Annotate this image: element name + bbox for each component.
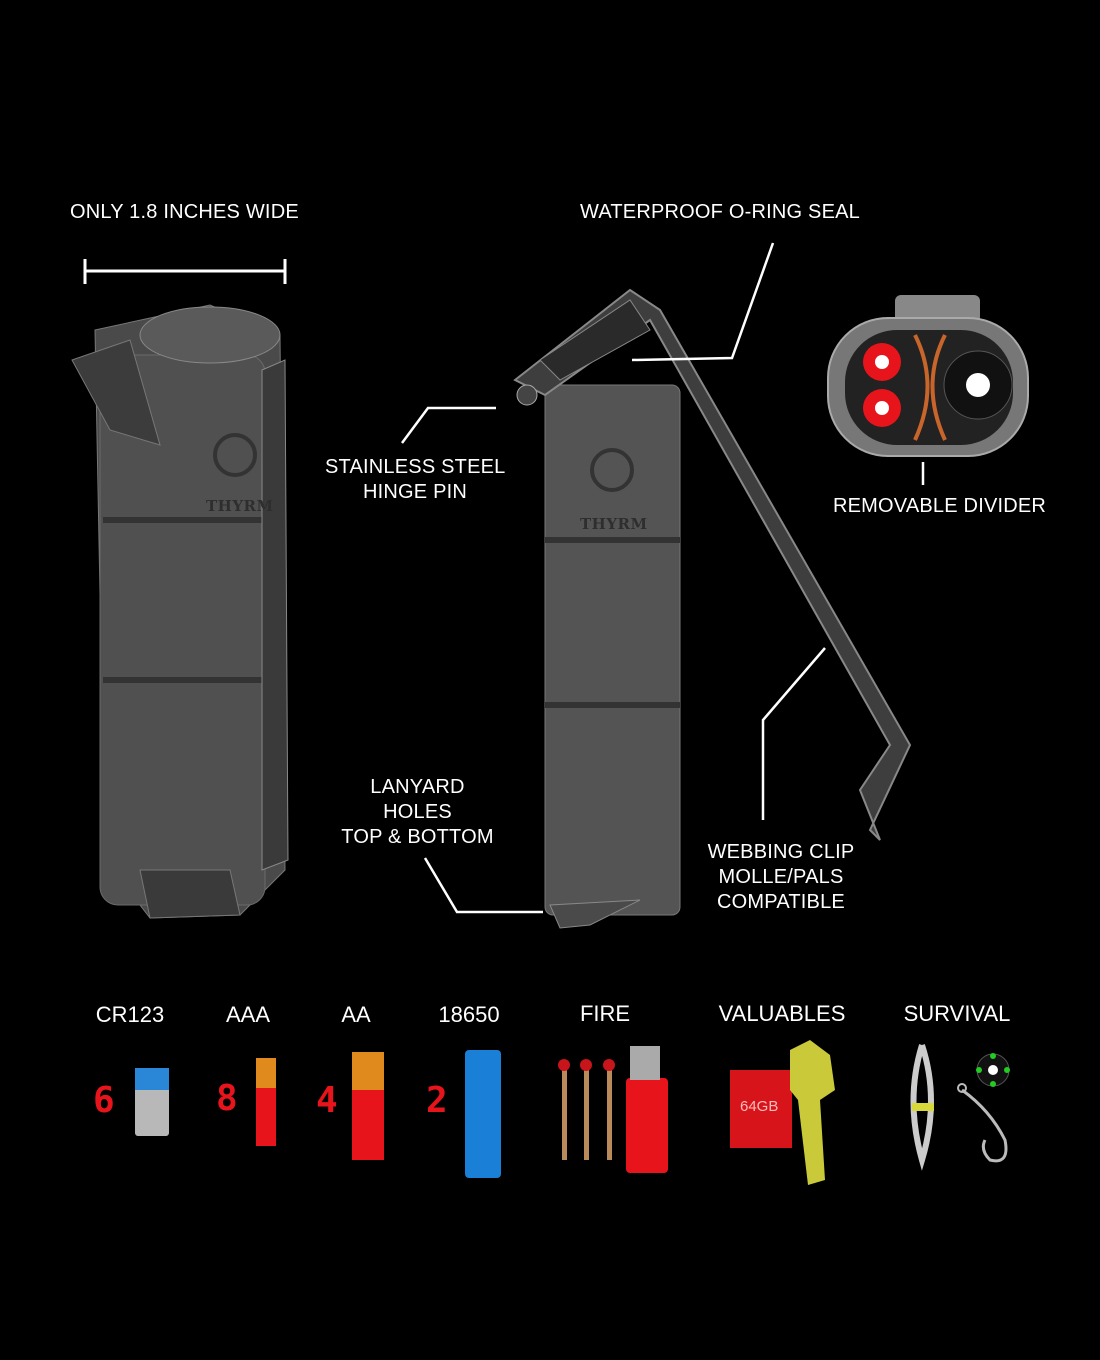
open-case-brand-logo: THYRM bbox=[580, 515, 648, 533]
lanyard-label-line3: TOP & BOTTOM bbox=[341, 826, 494, 848]
sd-card-icon bbox=[730, 1070, 792, 1148]
count-18650: 2 bbox=[426, 1080, 448, 1121]
lanyard-label: LANYARD HOLES TOP & BOTTOM bbox=[330, 775, 505, 850]
lanyard-label-line1: LANYARD bbox=[370, 776, 465, 798]
hinge-label: STAINLESS STEEL HINGE PIN bbox=[325, 455, 505, 505]
count-cr123: 6 bbox=[93, 1080, 115, 1121]
hinge-label-line2: HINGE PIN bbox=[362, 481, 468, 503]
compass-icon bbox=[976, 1053, 1010, 1087]
open-case-image bbox=[513, 288, 912, 929]
key-icon bbox=[790, 1040, 835, 1185]
width-label: ONLY 1.8 INCHES WIDE bbox=[70, 201, 299, 223]
cr123-battery-icon bbox=[135, 1068, 169, 1136]
divider-top-view-image bbox=[827, 295, 1029, 457]
fish-hook-icon bbox=[957, 1083, 1008, 1163]
closed-case-image bbox=[71, 304, 289, 919]
capacity-label-cr123: CR123 bbox=[95, 1002, 165, 1027]
capacity-label-aaa: AAA bbox=[225, 1002, 271, 1027]
sd-card-capacity: 64GB bbox=[740, 1098, 779, 1115]
aaa-battery-icon bbox=[256, 1058, 276, 1146]
closed-case-brand-logo: THYRM bbox=[206, 497, 274, 515]
clip-label-line2: MOLLE/PALS bbox=[718, 866, 844, 888]
capacity-label-survival: SURVIVAL bbox=[903, 1001, 1011, 1026]
capacity-label-valuables: VALUABLES bbox=[718, 1001, 846, 1026]
matches-icon bbox=[558, 1059, 615, 1160]
clip-label: WEBBING CLIP MOLLE/PALS COMPATIBLE bbox=[700, 840, 862, 915]
lanyard-label-line2: HOLES bbox=[383, 801, 452, 823]
cordage-icon bbox=[910, 1044, 934, 1171]
leader-lines bbox=[400, 242, 925, 914]
aa-battery-icon bbox=[352, 1052, 384, 1160]
seal-label: WATERPROOF O-RING SEAL bbox=[580, 201, 860, 223]
lighter-icon bbox=[626, 1046, 668, 1173]
count-aa: 4 bbox=[316, 1080, 338, 1121]
capacity-label-fire: FIRE bbox=[579, 1001, 631, 1026]
18650-battery-icon bbox=[465, 1050, 501, 1178]
count-aaa: 8 bbox=[216, 1078, 238, 1119]
width-dimension-bar bbox=[83, 259, 287, 284]
divider-label: REMOVABLE DIVIDER bbox=[833, 495, 1047, 517]
hinge-label-line1: STAINLESS STEEL bbox=[325, 456, 506, 478]
capacity-label-18650: 18650 bbox=[438, 1002, 500, 1027]
clip-label-line1: WEBBING CLIP bbox=[707, 841, 855, 863]
capacity-label-aa: AA bbox=[341, 1002, 371, 1027]
clip-label-line3: COMPATIBLE bbox=[717, 891, 845, 913]
